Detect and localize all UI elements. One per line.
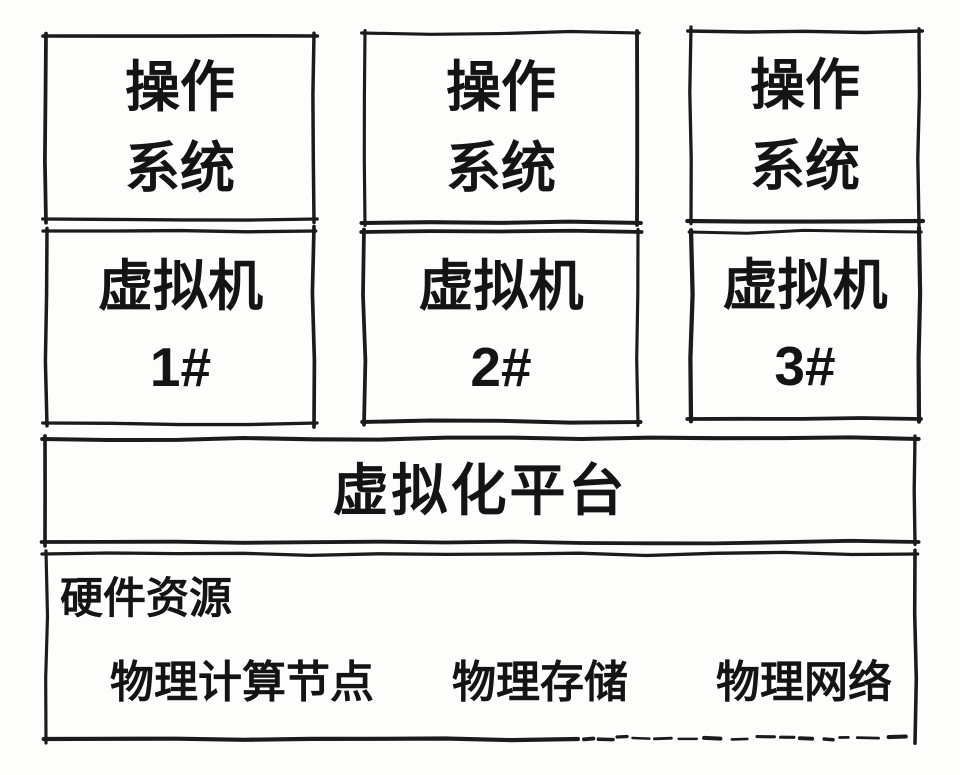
- hardware-resources-title: 硬件资源: [60, 575, 232, 623]
- os-box-2-label-line1: 操作: [445, 56, 556, 118]
- vm-box-3: 虚拟机 3#: [691, 232, 919, 419]
- os-box-2: 操作 系统: [365, 33, 637, 223]
- vm-box-1: 虚拟机 1#: [47, 231, 314, 423]
- vm-box-1-label-line2: 1#: [149, 336, 212, 398]
- physical-storage-label: 物理存储: [452, 658, 628, 707]
- vm-box-2-label-line1: 虚拟机: [418, 255, 584, 317]
- os-box-3-label-line1: 操作: [749, 54, 860, 116]
- os-box-1-label-line1: 操作: [124, 55, 235, 118]
- virtualization-platform-label: 虚拟化平台: [332, 458, 628, 522]
- physical-compute-node-label: 物理计算节点: [110, 658, 374, 707]
- vm-box-3-label-line1: 虚拟机: [722, 253, 888, 316]
- physical-network-label: 物理网络: [716, 658, 892, 707]
- vm-box-3-label-line2: 3#: [774, 334, 836, 397]
- os-box-1: 操作 系统: [46, 36, 314, 219]
- os-box-3: 操作 系统: [691, 31, 919, 221]
- virtualization-platform-box: 虚拟化平台: [45, 439, 915, 542]
- os-box-1-label-line2: 系统: [124, 136, 235, 199]
- vm-box-2: 虚拟机 2#: [364, 232, 638, 422]
- vm-box-2-label-line2: 2#: [470, 336, 532, 398]
- os-box-3-label-line2: 系统: [749, 135, 860, 197]
- os-box-2-label-line2: 系统: [445, 137, 556, 199]
- hardware-resources-box: 硬件资源 物理计算节点 物理存储 物理网络: [46, 554, 915, 739]
- vm-box-1-label-line1: 虚拟机: [97, 255, 263, 317]
